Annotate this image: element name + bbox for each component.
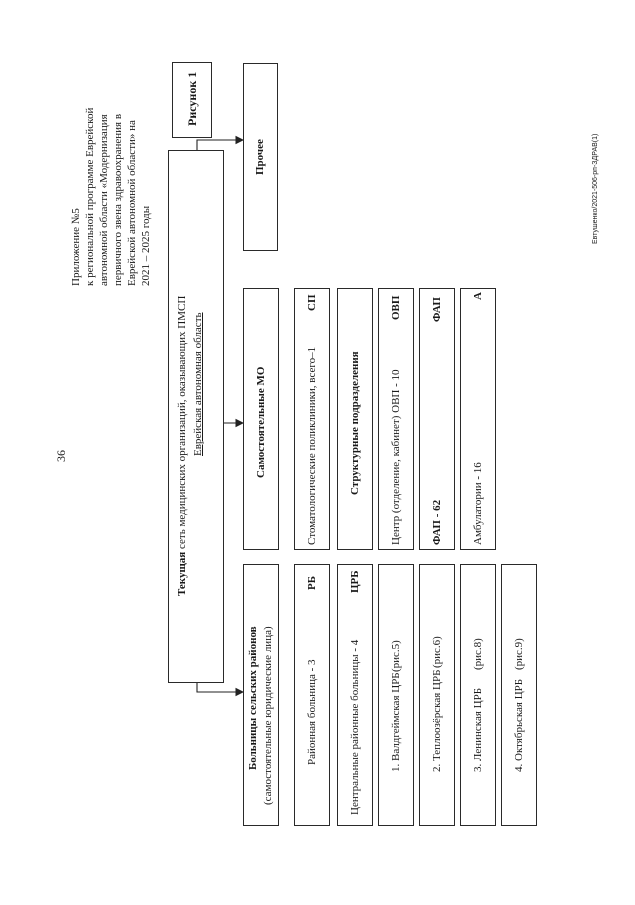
hospital-item-name: 2. Теплоозёрская ЦРБ <box>431 669 443 772</box>
hospitals-title: Больницы сельских районов <box>247 626 259 770</box>
amb-label: Амбулатории - 16 <box>472 462 484 545</box>
arrow-to-other <box>196 135 245 150</box>
amb-box <box>460 288 496 550</box>
rb-label: Районная больница - 3 <box>306 659 318 765</box>
figure-label-box <box>172 62 212 138</box>
amb-code: А <box>472 292 484 300</box>
page-number: 36 <box>54 450 68 462</box>
crb-box <box>337 564 373 826</box>
figure-label: Рисунок 1 <box>185 71 199 126</box>
other-box <box>243 63 278 251</box>
appendix-line-6: 2021 – 2025 годы <box>140 205 152 286</box>
dental-code: СП <box>306 294 318 312</box>
independent-title: Самостоятельные МО <box>255 366 267 478</box>
appendix-line-1: Приложение №5 <box>70 208 82 286</box>
appendix-line-2: к региональной программе Еврейской <box>84 107 96 286</box>
hospital-item-ref: (рис.6) <box>431 636 443 668</box>
independent-header-box <box>243 288 279 550</box>
hospital-item-ref: (рис.9) <box>513 638 525 670</box>
fap-label: ФАП - 62 <box>431 499 443 545</box>
hospital-item-name: 4. Октябрьская ЦРБ <box>513 678 525 772</box>
hospital-item-box <box>501 564 537 826</box>
ovp-code: ОВП <box>390 295 402 320</box>
dental-box <box>294 288 330 550</box>
root-subtitle: Еврейская автономная область <box>192 312 204 456</box>
hospital-item-box <box>419 564 455 826</box>
rb-box <box>294 564 330 826</box>
arrow-to-hospitals <box>196 683 245 697</box>
hospital-item-name: 1. Валдгеймская ЦРБ <box>390 672 402 772</box>
fap-code: ФАП <box>431 297 443 322</box>
fap-box <box>419 288 455 550</box>
rb-code: РБ <box>306 576 318 590</box>
root-box <box>168 150 224 683</box>
hospital-item-ref: (рис.8) <box>472 638 484 670</box>
hospitals-header-box <box>243 564 279 826</box>
hospitals-subtitle: (самостоятельные юридические лица) <box>262 626 274 805</box>
hospital-item-name: 3. Ленинская ЦРБ <box>472 687 484 772</box>
units-header-box <box>337 288 373 550</box>
hospital-item-ref: (рис.5) <box>390 640 402 672</box>
root-title-bold: Текущая <box>176 551 188 596</box>
ovp-label: Центр (отделение, кабинет) ОВП - 10 <box>390 369 402 545</box>
root-title-rest: сеть медицинских организаций, оказывающи… <box>176 295 188 552</box>
appendix-line-4: первичного звена здравоохранения в <box>112 113 124 286</box>
side-stamp: Евтушенко/2021-506-рп-ЗДРАВ(1) <box>592 133 599 244</box>
ovp-box <box>378 288 414 550</box>
hospital-item-box <box>378 564 414 826</box>
hospital-item-box <box>460 564 496 826</box>
crb-label: Центральные районные больницы - 4 <box>349 639 361 815</box>
dental-label: Стоматологические поликлиники, всего–1 <box>306 346 318 545</box>
units-title: Структурные подразделения <box>349 351 361 495</box>
appendix-line-5: Еврейской автономной области» на <box>126 120 138 286</box>
other-label: Прочее <box>254 139 266 175</box>
root-title: Текущая сеть медицинских организаций, ок… <box>176 296 189 596</box>
crb-code: ЦРБ <box>349 570 361 593</box>
appendix-line-3: автономной области «Модернизация <box>98 114 110 286</box>
